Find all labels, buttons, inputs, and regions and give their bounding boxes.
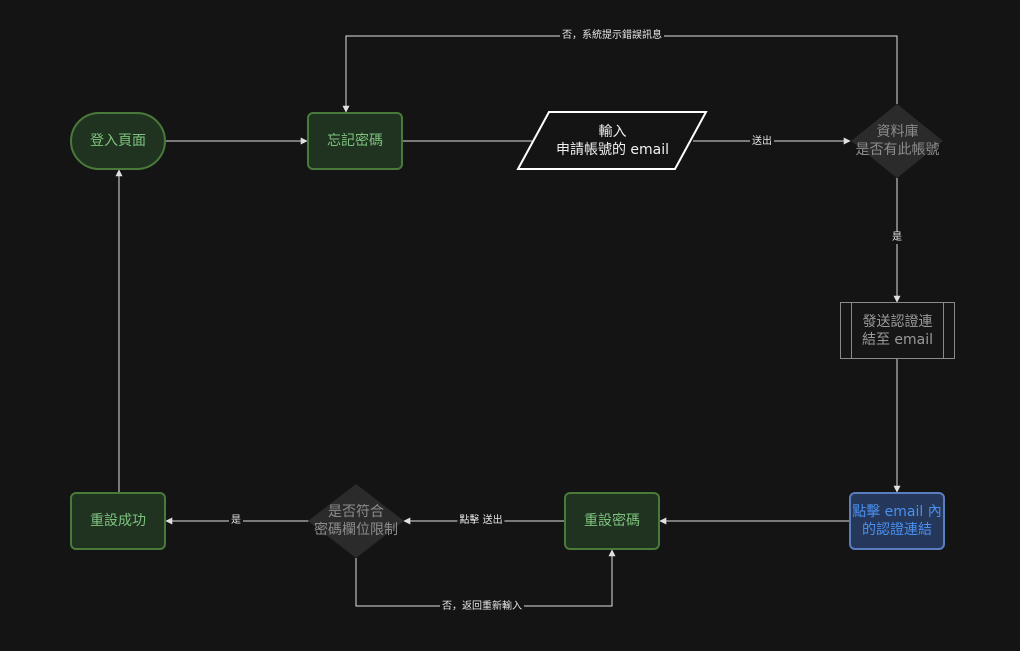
db-check-label-line1: 資料庫 <box>876 124 919 140</box>
forgot-password-label: 忘記密碼 <box>327 133 383 149</box>
send-link-label-line2: 結至 email <box>861 331 934 348</box>
db-check-diamond <box>851 104 943 178</box>
click-link-node[interactable]: 點擊 email 內 的認證連結 <box>849 492 945 550</box>
reset-success-node[interactable]: 重設成功 <box>70 492 166 550</box>
reset-password-node[interactable]: 重設密碼 <box>564 492 660 550</box>
edge-label-click-submit: 點擊 送出 <box>457 515 505 527</box>
edge-check-no-to-reset <box>355 549 616 607</box>
forgot-password-node[interactable]: 忘記密碼 <box>307 112 403 170</box>
input-email-label-line2: 申請帳號的 email <box>555 142 670 158</box>
db-check-node[interactable]: 資料庫 是否有此帳號 <box>840 112 955 170</box>
db-check-label-line2: 是否有此帳號 <box>855 142 940 158</box>
password-check-label-line1: 是否符合 <box>328 504 384 520</box>
edge-label-no-account: 否，系統提示錯誤訊息 <box>560 30 664 42</box>
send-link-label-line1: 發送認證連 <box>862 313 933 330</box>
password-check-node[interactable]: 是否符合 密碼欄位限制 <box>300 492 412 550</box>
password-check-label-line2: 密碼欄位限制 <box>314 522 398 538</box>
input-email-node[interactable]: 輸入 申請帳號的 email <box>530 112 695 170</box>
login-page-node[interactable]: 登入頁面 <box>70 112 166 170</box>
input-email-parallelogram <box>516 111 708 170</box>
input-email-label-line1: 輸入 <box>598 124 627 140</box>
click-link-label-line1: 點擊 email 內 <box>852 504 942 520</box>
password-check-diamond <box>308 484 404 558</box>
edge-label-no-retry: 否，返回重新輸入 <box>440 601 524 613</box>
edge-label-submit: 送出 <box>750 136 774 148</box>
login-page-label: 登入頁面 <box>90 133 146 149</box>
reset-success-label: 重設成功 <box>90 513 146 529</box>
send-link-node[interactable]: 發送認證連 結至 email <box>840 302 955 359</box>
edge-db-no-to-forgot <box>342 35 898 113</box>
click-link-label-line2: 的認證連結 <box>862 522 932 538</box>
reset-password-label: 重設密碼 <box>584 513 640 529</box>
edge-label-yes-account: 是 <box>890 232 904 244</box>
edge-label-yes-valid: 是 <box>229 515 243 527</box>
